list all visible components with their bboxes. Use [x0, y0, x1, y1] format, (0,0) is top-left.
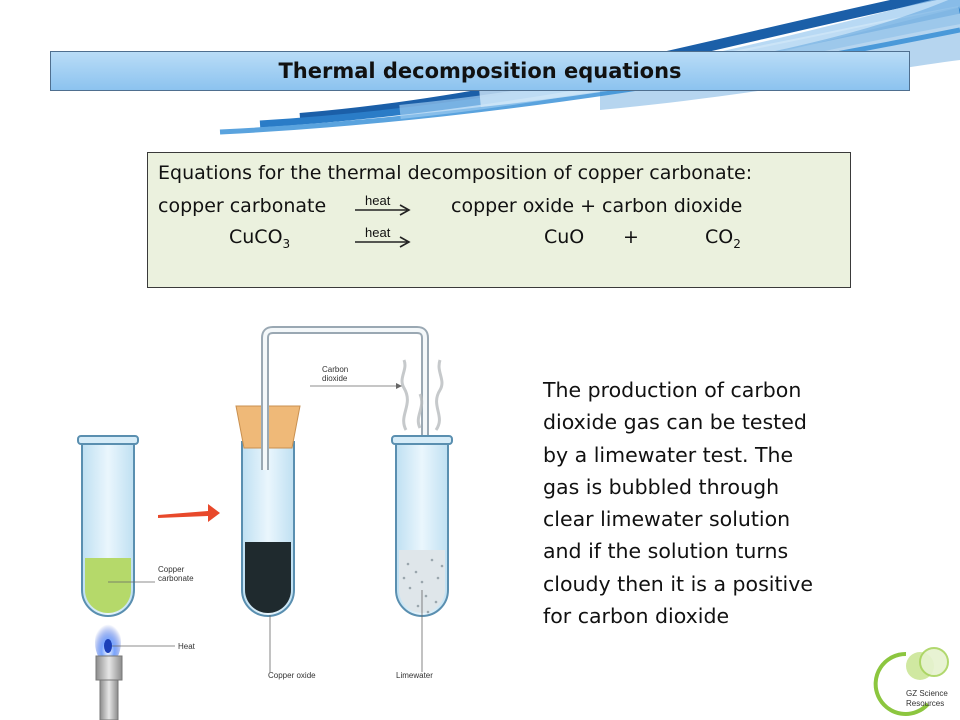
- test-tube-limewater: [391, 435, 453, 617]
- equation-box: Equations for the thermal decomposition …: [147, 152, 851, 288]
- right-arrow-icon: [355, 236, 411, 248]
- reactant-subscript: 3: [282, 236, 291, 251]
- test-tube-copper-carbonate: [77, 435, 139, 617]
- logo-line-1: GZ Science: [906, 689, 948, 698]
- paragraph-line: clear limewater solution: [543, 507, 791, 532]
- gz-science-logo: GZ Science Resources: [873, 647, 949, 716]
- gas-wisps: [400, 359, 444, 431]
- bunsen-burner: [95, 620, 123, 720]
- right-arrow-icon: [158, 504, 220, 522]
- logo-line-2: Resources: [906, 699, 944, 708]
- co2-subscript: 2: [733, 236, 741, 251]
- co2-formula: CO: [705, 226, 734, 248]
- symbol-reactant: CuCO3: [229, 226, 290, 251]
- paragraph-line: by a limewater test. The: [543, 442, 794, 467]
- copper-label-2: carbonate: [158, 574, 194, 583]
- copper-label-1: Copper: [158, 565, 185, 574]
- heat-label: Heat: [178, 642, 196, 651]
- paragraph-line: cloudy then it is a positive: [543, 571, 813, 596]
- symbol-arrow-label: heat: [365, 225, 391, 240]
- paragraph-line: gas is bubbled through: [543, 474, 780, 499]
- word-products: copper oxide + carbon dioxide: [451, 195, 743, 217]
- explanation-paragraph: The production of carbon dioxide gas can…: [543, 374, 843, 632]
- paragraph-line: The production of carbon: [543, 378, 802, 402]
- product-cuo: CuO: [544, 226, 585, 248]
- carbon-label-1: Carbon: [322, 365, 348, 374]
- title-bar: Thermal decomposition equations: [50, 51, 910, 91]
- precipitate: [402, 558, 444, 614]
- paragraph-line: for carbon dioxide: [543, 604, 730, 629]
- slide-title: Thermal decomposition equations: [278, 59, 682, 83]
- plus-sign: +: [623, 226, 639, 248]
- product-co2: CO2: [705, 226, 741, 251]
- word-heat-arrow: heat: [353, 193, 413, 219]
- reactant-formula: CuCO: [229, 226, 283, 248]
- apparatus-diagram: Copper carbonate Heat Copper oxide Carbo…: [77, 326, 453, 720]
- copper-oxide-solid: [245, 542, 291, 613]
- symbol-heat-arrow: heat: [353, 225, 413, 251]
- carbon-label-2: dioxide: [322, 374, 348, 383]
- copper-carbonate-powder: [85, 558, 131, 613]
- equation-intro: Equations for the thermal decomposition …: [158, 162, 753, 184]
- paragraph-line: dioxide gas can be tested: [543, 410, 807, 435]
- word-reactant: copper carbonate: [158, 195, 327, 217]
- limewater-label: Limewater: [396, 671, 433, 680]
- copper-oxide-label: Copper oxide: [268, 671, 316, 680]
- paragraph-line: and if the solution turns: [543, 539, 789, 564]
- word-arrow-label: heat: [365, 193, 391, 208]
- right-arrow-icon: [355, 204, 411, 216]
